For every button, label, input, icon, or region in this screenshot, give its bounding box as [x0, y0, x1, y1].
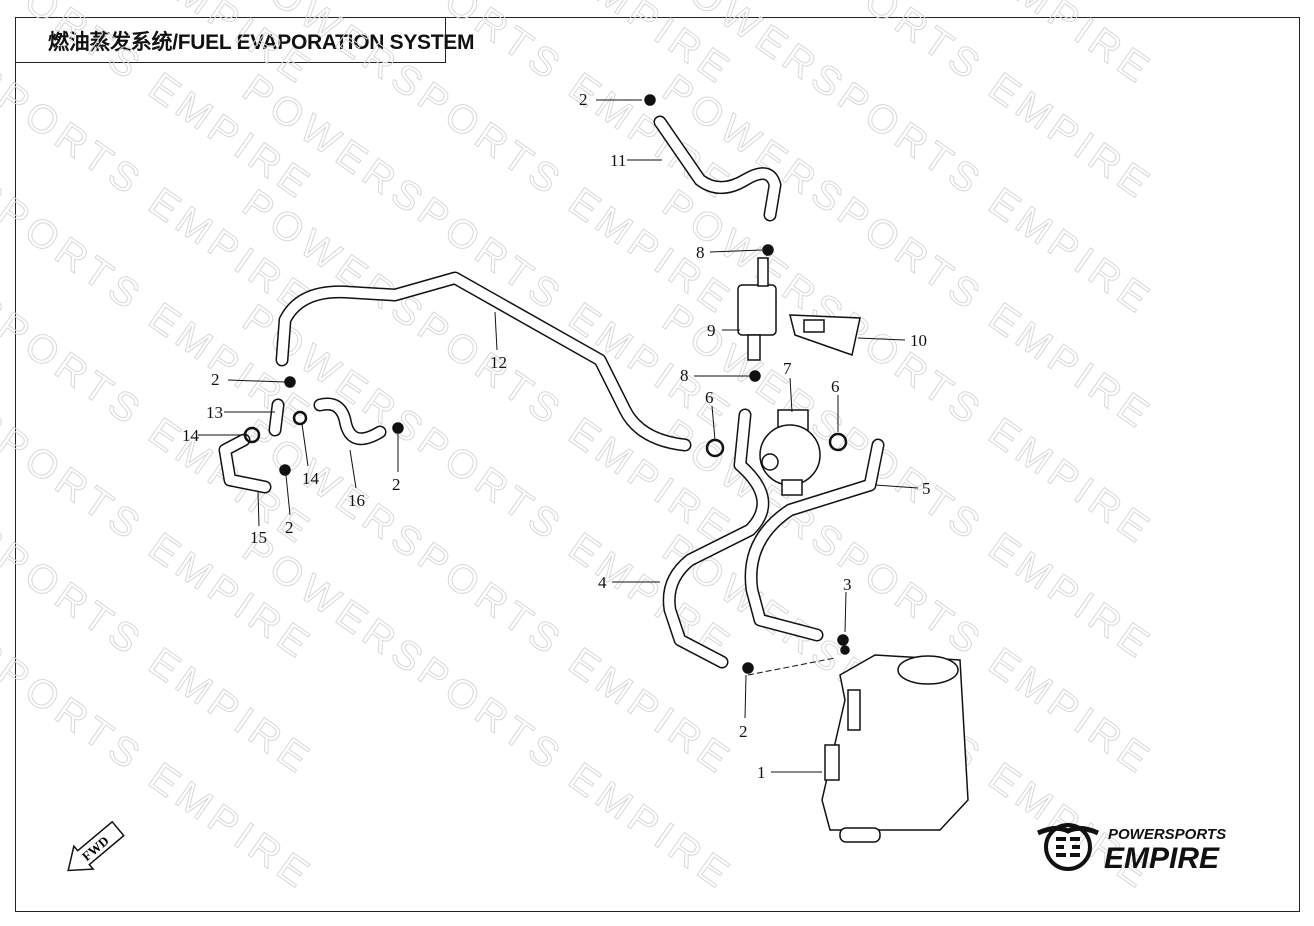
- leader-lines: [198, 99, 919, 773]
- callout-16: 16: [348, 491, 365, 510]
- callout-13: 13: [206, 403, 223, 422]
- filter-9: [737, 257, 777, 361]
- callout-12: 12: [490, 353, 507, 372]
- bracket-10: [789, 314, 861, 356]
- callout-14: 14: [182, 426, 200, 445]
- callout-9: 9: [707, 321, 716, 340]
- page-title: 燃油蒸发系统/FUEL EVAPORATION SYSTEM: [48, 31, 475, 54]
- empire-emblem-icon: [1036, 823, 1100, 871]
- callout-2: 2: [739, 722, 748, 741]
- callout-15: 15: [250, 528, 267, 547]
- fwd-arrow-icon: FWD: [67, 820, 125, 872]
- title-box: [15, 17, 446, 63]
- logo-line2: EMPIRE: [1104, 842, 1220, 875]
- callout-2: 2: [285, 518, 294, 537]
- logo-line1: POWERSPORTS: [1108, 826, 1226, 843]
- drawing-frame: [15, 17, 1300, 912]
- callout-6: 6: [831, 377, 840, 396]
- callout-2: 2: [211, 370, 220, 389]
- callout-3: 3: [843, 575, 852, 594]
- callout-10: 10: [910, 331, 927, 350]
- canister-1: [821, 654, 969, 843]
- callout-4: 4: [598, 573, 607, 592]
- callout-11: 11: [610, 151, 626, 170]
- callout-8: 8: [680, 366, 689, 385]
- callout-2: 2: [392, 475, 401, 494]
- hoses: [218, 115, 885, 669]
- brand-logo: POWERSPORTS EMPIRE: [1036, 823, 1226, 875]
- valve-7: [759, 409, 821, 496]
- callout-14: 14: [302, 469, 320, 488]
- callout-6: 6: [705, 388, 714, 407]
- callout-8: 8: [696, 243, 705, 262]
- callout-1: 1: [757, 763, 766, 782]
- callout-7: 7: [783, 359, 792, 378]
- callout-2: 2: [579, 90, 588, 109]
- callout-5: 5: [922, 479, 931, 498]
